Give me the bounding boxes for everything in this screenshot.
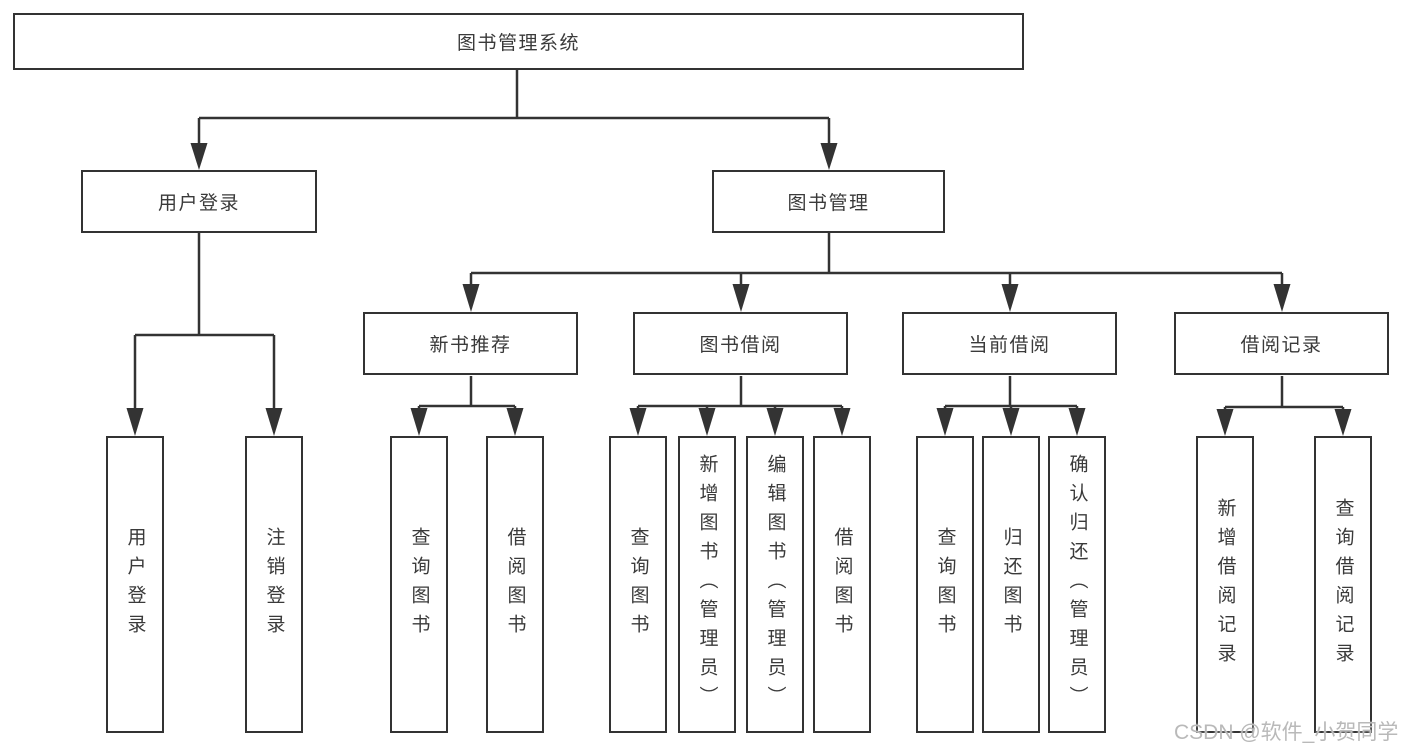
node-book-management: 图书管理 — [712, 170, 945, 233]
node-current-borrowing: 当前借阅 — [902, 312, 1117, 375]
leaf-user-login-label: 用户登录 — [124, 526, 146, 643]
connector-root-to-level2 — [190, 70, 838, 170]
leaf-br-add-record-label: 新增借阅记录 — [1214, 497, 1236, 672]
leaf-cb-query-books: 查询图书 — [916, 436, 974, 733]
connector-borrow-records-to-leaves — [1216, 376, 1352, 436]
leaf-br-query-record: 查询借阅记录 — [1314, 436, 1372, 733]
node-borrowing-records-label: 借阅记录 — [1240, 335, 1323, 356]
leaf-cb-return-books-label: 归还图书 — [1000, 526, 1022, 643]
node-current-borrowing-label: 当前借阅 — [968, 335, 1051, 356]
leaf-cb-query-books-label: 查询图书 — [934, 526, 956, 643]
connector-book-mgmt-to-level3 — [462, 233, 1291, 312]
leaf-cb-confirm-return-admin-label: 确认归还（管理员） — [1066, 454, 1088, 715]
node-user-login-label: 用户登录 — [157, 193, 240, 214]
node-book-management-label: 图书管理 — [787, 193, 870, 214]
leaf-cb-return-books: 归还图书 — [982, 436, 1040, 733]
node-book-borrowing-label: 图书借阅 — [699, 335, 782, 356]
node-user-login: 用户登录 — [81, 170, 317, 233]
leaf-nbr-query-books: 查询图书 — [390, 436, 448, 733]
connector-new-book-rec-to-leaves — [410, 376, 524, 436]
node-root-label: 图书管理系统 — [456, 33, 580, 54]
leaf-br-query-record-label: 查询借阅记录 — [1332, 497, 1354, 672]
node-new-book-recommendation-label: 新书推荐 — [429, 335, 512, 356]
leaf-bb-query-books: 查询图书 — [609, 436, 667, 733]
connector-current-borrow-to-leaves — [936, 376, 1086, 436]
leaf-logout-label: 注销登录 — [263, 526, 285, 643]
leaf-logout: 注销登录 — [245, 436, 303, 733]
leaf-br-add-record: 新增借阅记录 — [1196, 436, 1254, 733]
leaf-bb-query-books-label: 查询图书 — [627, 526, 649, 643]
leaf-bb-add-books-admin-label: 新增图书（管理员） — [696, 454, 718, 715]
leaf-bb-edit-books-admin-label: 编辑图书（管理员） — [764, 454, 786, 715]
leaf-bb-borrow-books: 借阅图书 — [813, 436, 871, 733]
node-root-system: 图书管理系统 — [13, 13, 1024, 70]
leaf-bb-edit-books-admin: 编辑图书（管理员） — [746, 436, 804, 733]
node-book-borrowing: 图书借阅 — [633, 312, 848, 375]
connector-user-login-to-leaves — [126, 233, 283, 436]
leaf-nbr-borrow-books: 借阅图书 — [486, 436, 544, 733]
leaf-nbr-query-books-label: 查询图书 — [408, 526, 430, 643]
leaf-nbr-borrow-books-label: 借阅图书 — [504, 526, 526, 643]
leaf-cb-confirm-return-admin: 确认归还（管理员） — [1048, 436, 1106, 733]
connector-book-borrow-to-leaves — [629, 376, 851, 436]
leaf-bb-borrow-books-label: 借阅图书 — [831, 526, 853, 643]
leaf-bb-add-books-admin: 新增图书（管理员） — [678, 436, 736, 733]
csdn-watermark: CSDN @软件_小贺同学 — [1174, 721, 1399, 744]
leaf-user-login: 用户登录 — [106, 436, 164, 733]
node-new-book-recommendation: 新书推荐 — [363, 312, 578, 375]
node-borrowing-records: 借阅记录 — [1174, 312, 1389, 375]
